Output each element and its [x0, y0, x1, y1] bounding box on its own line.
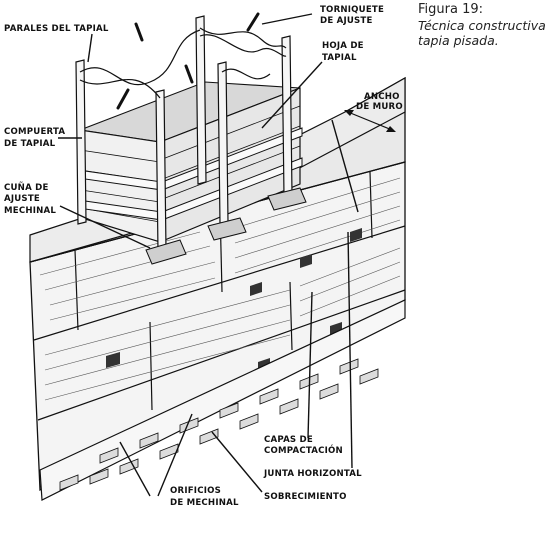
post-1 [75, 59, 87, 225]
label-ancho-2: DE MURO [356, 102, 403, 112]
formwork [75, 12, 307, 265]
tourniquet-3 [199, 27, 287, 49]
wall-width-arrowhead-1 [344, 110, 354, 116]
tourniquet-1 [79, 29, 201, 86]
block-joint-1 [74, 249, 79, 331]
post-2 [155, 89, 167, 253]
tourniquets [79, 27, 287, 99]
label-junta: JUNTA HORIZONTAL [263, 469, 362, 479]
horizontal-joint-3 [37, 289, 406, 421]
tourniquet-sticks [116, 12, 260, 110]
label-cuna-3: MECHINAL [4, 206, 56, 216]
post-5 [281, 35, 293, 197]
horizontal-joint-2 [33, 225, 406, 341]
label-orificios-1: ORIFICIOS [170, 486, 221, 496]
label-compuerta-1: COMPUERTA [4, 127, 65, 137]
label-sobrecimiento: SOBRECIMIENTO [264, 492, 347, 502]
parales-posts [75, 15, 293, 253]
label-capas-2: COMPACTACIÓN [264, 444, 343, 456]
labels: PARALES DEL TAPIAL TORNIQUETE DE AJUSTE … [4, 5, 403, 508]
label-ancho-1: ANCHO [364, 92, 400, 102]
label-compuerta-2: DE TAPIAL [4, 139, 56, 149]
label-torniquete-2: DE AJUSTE [320, 16, 373, 26]
post-bases [145, 187, 307, 265]
figure-number: Figura 19: [418, 2, 483, 17]
figure-description-line-2: tapia pisada. [418, 32, 499, 48]
label-cuna-1: CUÑA DE [4, 182, 49, 193]
label-hoja-2: TAPIAL [322, 53, 357, 63]
label-orificios-2: DE MECHINAL [170, 498, 239, 508]
leader-lines [58, 13, 359, 497]
compaction-hatching [39, 177, 401, 401]
figure-description-line-1: Técnica constructiva [418, 17, 546, 33]
plinth-bricks [59, 358, 379, 491]
tourniquet-5 [221, 68, 271, 80]
label-cuna-2: AJUSTE [4, 194, 40, 204]
battens [77, 127, 303, 221]
block-joint-5 [289, 281, 293, 351]
block-joint-4 [149, 321, 153, 411]
post-4 [217, 61, 229, 225]
block-joint-3 [369, 171, 373, 239]
wall-width-arrowhead-2 [386, 126, 396, 132]
label-parales: PARALES DEL TAPIAL [4, 24, 109, 34]
tourniquet-4 [199, 34, 287, 57]
plinth [39, 299, 406, 501]
label-hoja-1: HOJA DE [322, 41, 364, 51]
post-3 [195, 15, 207, 185]
label-capas-1: CAPAS DE [264, 435, 313, 445]
label-torniquete-1: TORNIQUETE [320, 5, 384, 15]
wall-width-arrow [347, 111, 393, 131]
figure-caption: Figura 19: Técnica constructiva tapia pi… [418, 2, 550, 48]
tourniquet-2 [79, 79, 161, 99]
